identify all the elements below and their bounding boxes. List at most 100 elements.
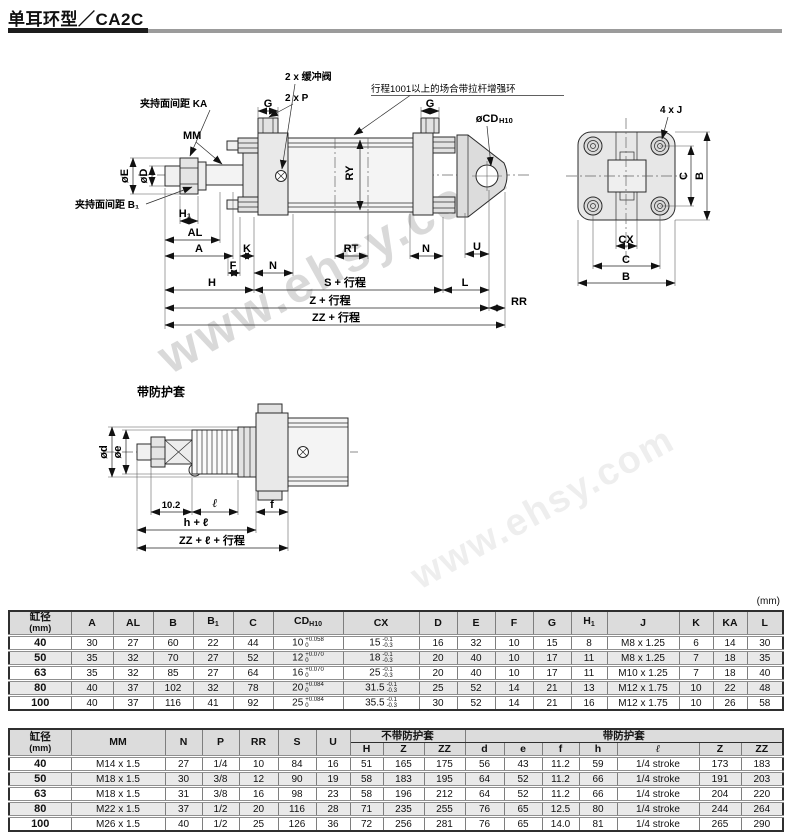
b-dim-horizontal: B — [622, 271, 630, 283]
cell: 20 — [418, 664, 458, 681]
col-header: MM — [70, 728, 166, 757]
cd-bore-callout: øCD — [476, 113, 499, 125]
col-header: ZZ — [423, 742, 466, 757]
cell: 35.5-0.1-0.3 — [342, 694, 420, 711]
cell: 36 — [315, 815, 351, 832]
cell: 10 — [238, 755, 279, 772]
cell: 14 — [712, 634, 748, 651]
cell: M14 x 1.5 — [70, 755, 166, 772]
boot-oe-dim: øe — [112, 446, 124, 459]
cd-tolerance-grade: H10 — [499, 116, 513, 125]
col-header: B1 — [192, 610, 234, 636]
cell: 30 — [746, 634, 784, 651]
cell: 32 — [112, 649, 154, 666]
cell: M26 x 1.5 — [70, 815, 166, 832]
oe-dim: øE — [119, 169, 131, 183]
cell: 40 — [70, 679, 114, 696]
g-dim-left: G — [264, 98, 273, 110]
cell: 196 — [382, 785, 425, 802]
j-bolt-callout: 4 x J — [660, 105, 682, 116]
cell: 76 — [464, 815, 505, 832]
cell: 183 — [740, 755, 784, 772]
cell: 16 — [315, 755, 351, 772]
bore-cell: 50 — [8, 649, 72, 666]
cell: 18 — [712, 664, 748, 681]
col-header: KA — [712, 610, 748, 636]
cell: M22 x 1.5 — [70, 800, 166, 817]
cell: 32 — [112, 664, 154, 681]
cell: 1/4 — [201, 755, 240, 772]
u-dim: U — [473, 241, 481, 253]
col-header-bore: 缸径(mm) — [8, 610, 72, 636]
cell: 71 — [349, 800, 384, 817]
cell: 64 — [464, 770, 505, 787]
cell: 11 — [570, 664, 608, 681]
cell: 18 — [712, 649, 748, 666]
page-title: 单耳环型／CA2C — [8, 10, 144, 29]
cell: 66 — [578, 770, 618, 787]
cell: 14.0 — [541, 815, 580, 832]
cell: 183 — [382, 770, 425, 787]
cell: 22 — [192, 634, 234, 651]
cell: 11.2 — [541, 770, 580, 787]
cell: 35 — [70, 664, 114, 681]
cell: 116 — [277, 800, 317, 817]
cell: 84 — [277, 755, 317, 772]
cell: 203 — [740, 770, 784, 787]
b1-callout: 夹持面间距 B₁ — [75, 198, 139, 211]
cell: 25 — [418, 679, 458, 696]
col-header: K — [678, 610, 714, 636]
cell: 31.5-0.1-0.3 — [342, 679, 420, 696]
cell: M18 x 1.5 — [70, 770, 166, 787]
s-stroke-dim: S + 行程 — [324, 275, 366, 289]
col-header: H — [349, 742, 384, 757]
cell: 126 — [277, 815, 317, 832]
cell: 85 — [152, 664, 194, 681]
cell: 25 — [238, 815, 279, 832]
cell: 14 — [494, 679, 534, 696]
cell: 235 — [382, 800, 425, 817]
cell: 37 — [164, 800, 203, 817]
cell: M8 x 1.25 — [606, 649, 680, 666]
g-dim-right: G — [426, 98, 435, 110]
cell: 244 — [698, 800, 742, 817]
cell: 26 — [712, 694, 748, 711]
f-boot-dim: f — [270, 499, 274, 511]
cell: 32 — [456, 634, 496, 651]
cell: 21 — [532, 679, 572, 696]
cell: 52 — [503, 770, 543, 787]
cell: 64 — [464, 785, 505, 802]
k-dim: K — [243, 243, 251, 255]
n-dim-left: N — [269, 260, 277, 272]
bore-cell: 63 — [8, 664, 72, 681]
mm-callout: MM — [183, 130, 201, 142]
cell: 265 — [698, 815, 742, 832]
cell: 13 — [570, 679, 608, 696]
cell: 65 — [503, 815, 543, 832]
cell: 17 — [532, 649, 572, 666]
col-header: AL — [112, 610, 154, 636]
col-header: L — [746, 610, 784, 636]
zz-stroke-dim: ZZ + 行程 — [312, 310, 360, 324]
cell: 40 — [746, 664, 784, 681]
cell: M10 x 1.25 — [606, 664, 680, 681]
main-side-view: 夹持面间距 KA MM 2 x 缓冲阀 2 x P 行程1001以上的场合带拉杆… — [75, 70, 564, 329]
cell: 256 — [382, 815, 425, 832]
cell: 30 — [418, 694, 458, 711]
cell: 64 — [232, 664, 274, 681]
h-ell-dim: h + ℓ — [184, 517, 209, 529]
watermark-text-2: www.ehsy.com — [403, 418, 682, 596]
cell: 21 — [532, 694, 572, 711]
col-header: C — [232, 610, 274, 636]
cell: 37 — [112, 679, 154, 696]
end-cap-view: 4 x J C B CX C B — [566, 105, 711, 287]
bellows-pleats — [196, 430, 233, 474]
od-dim: øD — [138, 169, 150, 184]
cell: 10 — [678, 679, 714, 696]
